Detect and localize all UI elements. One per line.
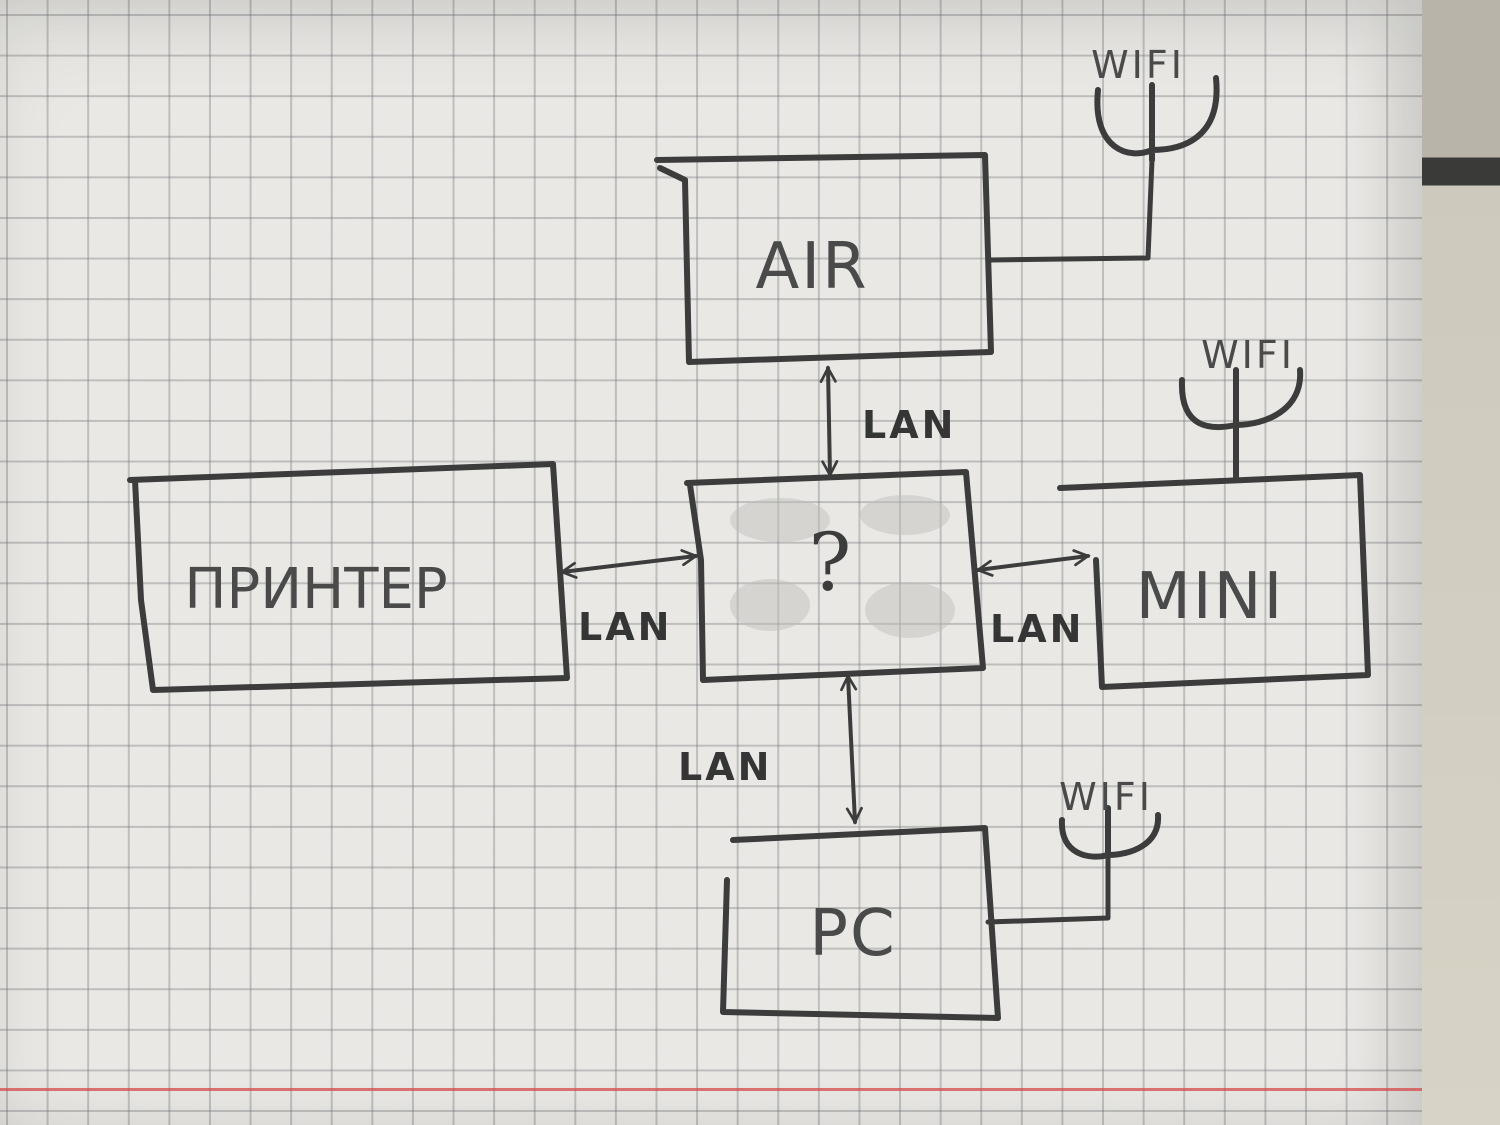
printer-label: ПРИНТЕР: [184, 557, 447, 622]
hub-question-mark: ?: [809, 516, 852, 609]
lan-link-air-hub: LAN: [828, 368, 956, 475]
hub-node: ?: [684, 469, 986, 683]
mini-node: MINI: [1057, 472, 1371, 690]
air-box: [654, 152, 994, 365]
pc-node: PC: [720, 825, 1001, 1021]
wifi-antenna-mini: WIFI: [1178, 333, 1304, 481]
eraser-smudge: [730, 579, 810, 631]
pc-box: [720, 825, 1001, 1021]
lan-label: LAN: [678, 745, 772, 789]
mini-box: [1057, 472, 1371, 690]
mini-label: MINI: [1136, 560, 1285, 634]
wifi-antenna-pc: WIFI: [985, 775, 1162, 925]
antenna-icon: [1094, 75, 1220, 163]
lan-link-hub-mini: LAN: [978, 556, 1088, 651]
desk-background: [1422, 0, 1500, 1125]
wifi-antenna-air: WIFI: [987, 43, 1220, 263]
graph-paper: [0, 0, 1422, 1125]
air-label: AIR: [755, 230, 868, 304]
antenna-icon: [1058, 805, 1162, 860]
lan-arrow: [562, 556, 696, 572]
paper-margin-line: [0, 1088, 1422, 1091]
air-node: AIR: [654, 152, 994, 365]
eraser-smudge: [860, 495, 950, 535]
lan-arrow: [978, 556, 1088, 570]
eraser-smudge: [730, 498, 830, 542]
lan-arrow: [828, 368, 830, 475]
wifi-label: WIFI: [1059, 775, 1153, 819]
antenna-icon: [1178, 367, 1304, 481]
lan-label: LAN: [990, 607, 1084, 651]
lan-link-printer-hub: LAN: [562, 556, 696, 649]
antenna-cable: [987, 157, 1155, 263]
lan-label: LAN: [862, 403, 956, 447]
eraser-smudge: [865, 582, 955, 638]
lan-label: LAN: [578, 605, 672, 649]
pc-label: PC: [809, 897, 896, 971]
printer-node: ПРИНТЕР: [127, 461, 570, 693]
lan-link-hub-pc: LAN: [678, 676, 855, 822]
lan-arrow: [848, 676, 855, 822]
wifi-label: WIFI: [1091, 43, 1185, 87]
wifi-label: WIFI: [1201, 333, 1295, 377]
antenna-cable: [985, 847, 1111, 925]
printer-box: [127, 461, 570, 693]
